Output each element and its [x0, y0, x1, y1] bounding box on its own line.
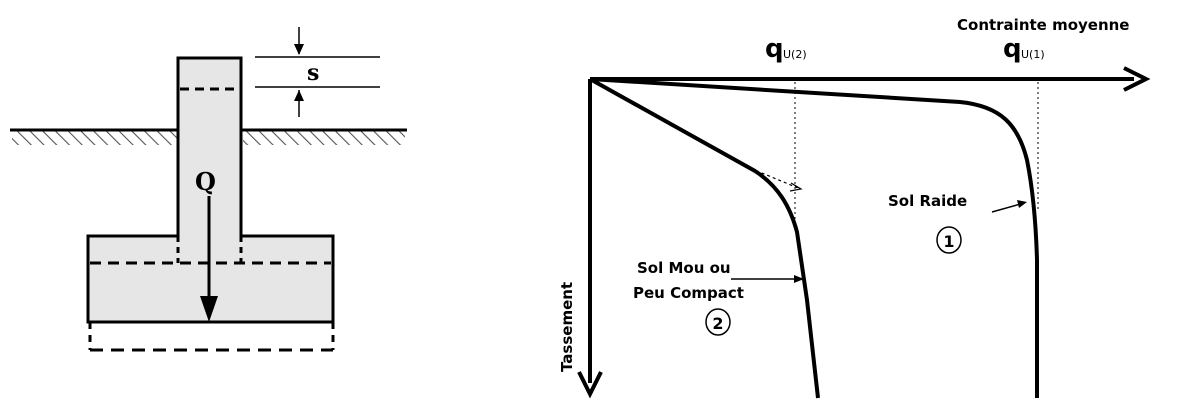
x-axis-label: Contrainte moyenne	[957, 16, 1130, 34]
footing-diagram: s Q	[10, 27, 407, 352]
dim-arrowhead-top	[294, 44, 304, 55]
y-axis-arrowhead	[577, 371, 603, 399]
load-settlement-graph: Contrainte moyenne Tassement q U(2) q U(…	[558, 16, 1151, 399]
load-arrowhead	[200, 296, 218, 322]
sol-raide-leader-arrow	[1017, 200, 1027, 208]
qu2-subscript: U(2)	[783, 48, 807, 61]
curve2-tangent-arrowhead	[789, 182, 803, 192]
y-axis-label: Tassement	[558, 282, 576, 372]
curve2-number: 2	[712, 314, 723, 333]
load-label: Q	[195, 167, 216, 196]
x-axis-arrowhead	[1123, 66, 1151, 92]
sol-raide-label: Sol Raide	[888, 192, 967, 210]
sol-mou-label-line1: Sol Mou ou	[637, 259, 731, 277]
ground-hatch-right	[243, 131, 405, 145]
qu1-subscript: U(1)	[1021, 48, 1045, 61]
sol-mou-leader-arrow	[794, 275, 804, 283]
dim-arrowhead-bottom	[294, 90, 304, 101]
qu2-symbol: q	[765, 34, 784, 64]
curve1-number-circle	[936, 226, 962, 254]
ground-hatch-left	[12, 131, 177, 145]
settlement-label: s	[307, 60, 319, 86]
qu1-symbol: q	[1003, 34, 1022, 64]
curve-sol-mou	[589, 77, 820, 399]
curve1-number: 1	[943, 232, 954, 251]
sol-mou-label-line2: Peu Compact	[633, 284, 744, 302]
curve-sol-raide	[589, 77, 1039, 398]
curve2-number-circle	[705, 308, 731, 336]
